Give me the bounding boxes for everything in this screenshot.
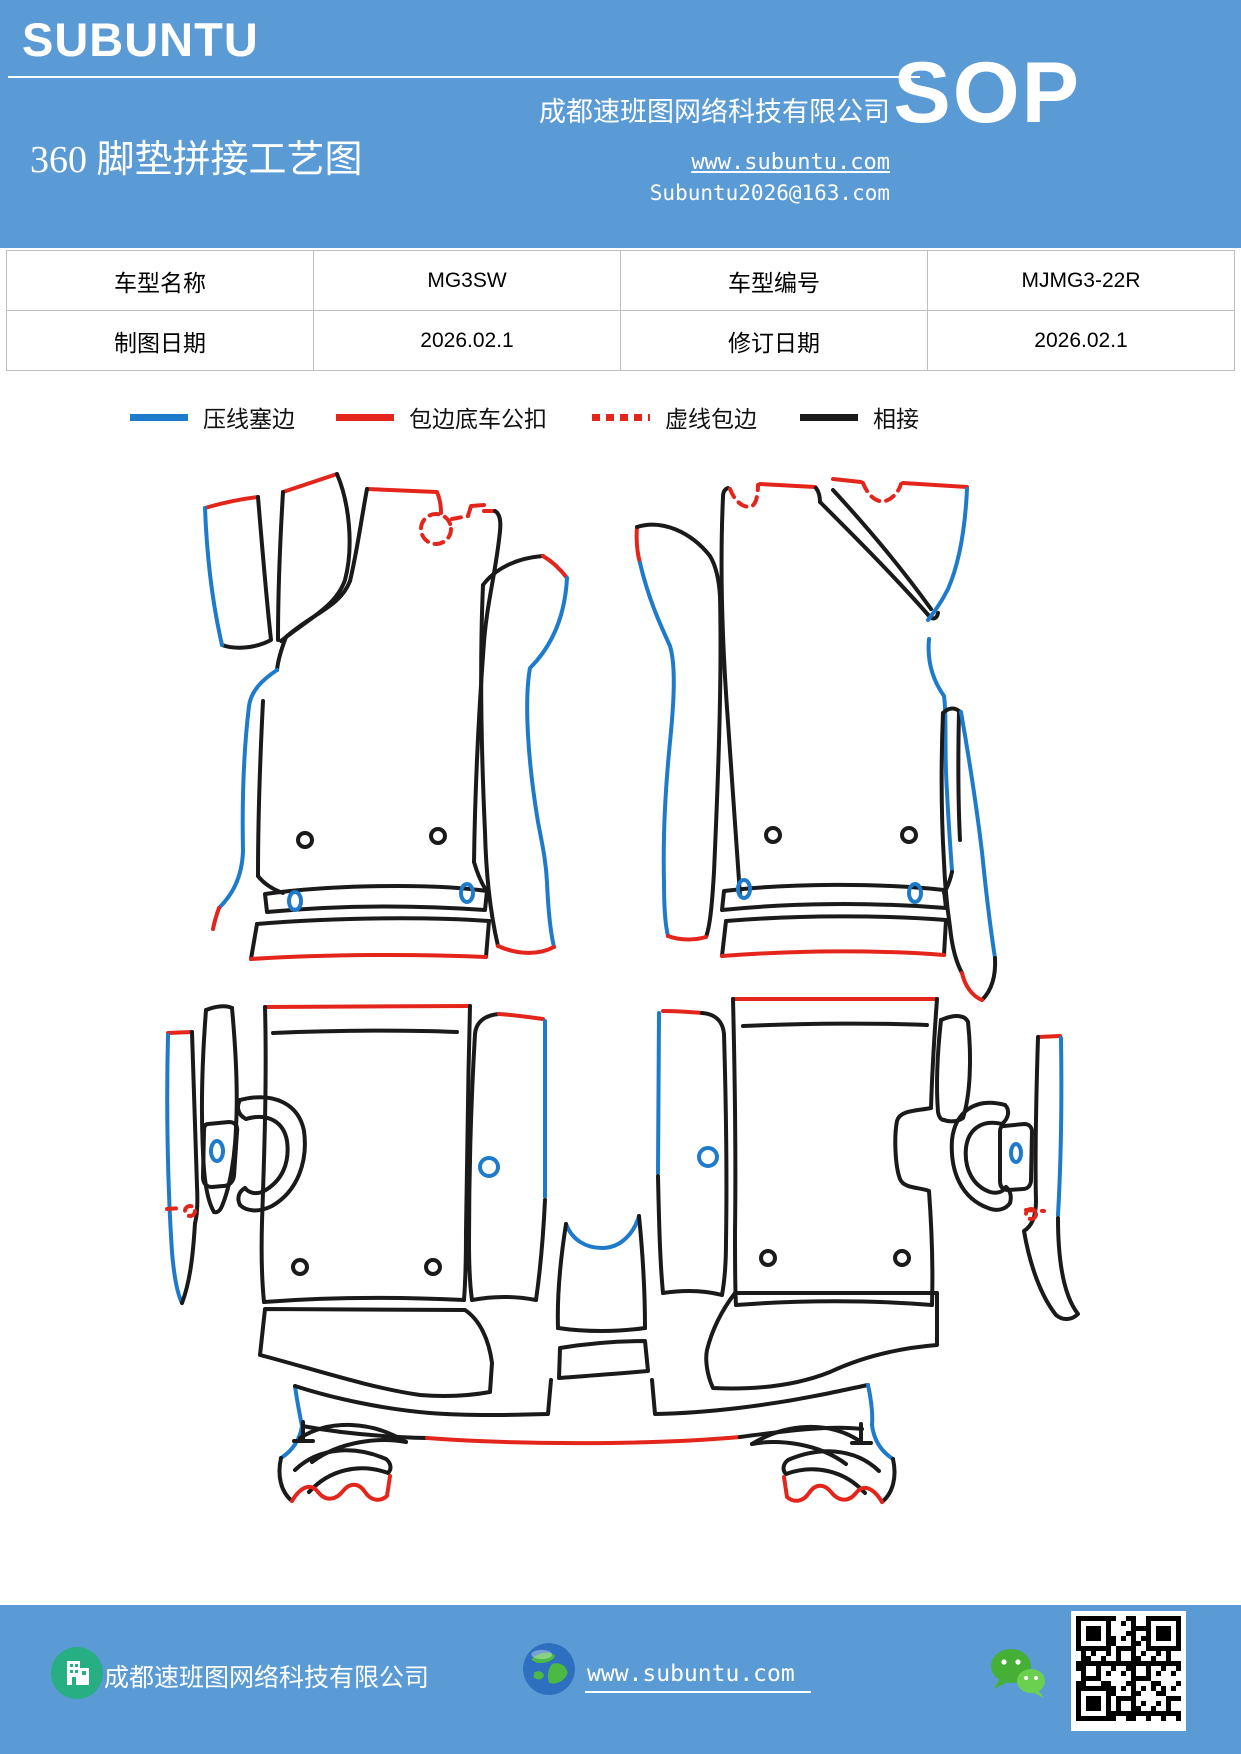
- header-divider-line: [8, 76, 920, 78]
- footer-website-link[interactable]: www.subuntu.com: [585, 1661, 811, 1693]
- legend-item-dashed-binding: 虚线包边: [592, 402, 757, 432]
- header-website-link[interactable]: www.subuntu.com: [691, 150, 890, 175]
- front-left-mat: [203, 472, 569, 961]
- legend-label: 虚线包边: [665, 407, 757, 432]
- second-row-left: [165, 1004, 547, 1305]
- draw-date-value: 2026.02.1: [313, 310, 621, 371]
- wechat-icon: [991, 1649, 1045, 1698]
- model-name-value: MG3SW: [313, 250, 621, 311]
- legend-item-press-edge: 压线塞边: [130, 402, 295, 432]
- model-code-label: 车型编号: [620, 250, 928, 311]
- sop-badge: SOP: [893, 45, 1081, 141]
- legend-item-binding-male-buckle: 包边底车公扣: [336, 402, 547, 432]
- red-line-swatch: [336, 413, 394, 421]
- legend-item-join: 相接: [800, 402, 919, 432]
- legend-label: 包边底车公扣: [409, 407, 547, 432]
- table-row: 制图日期 2026.02.1 修订日期 2026.02.1: [6, 310, 1235, 371]
- draw-date-label: 制图日期: [6, 310, 314, 371]
- red-dashed-swatch: [592, 413, 650, 421]
- page-title: 360 脚垫拼接工艺图: [30, 139, 363, 181]
- legend-bar: 压线塞边 包边底车公扣 虚线包边 相接: [0, 402, 1241, 438]
- second-row-right: [656, 997, 1080, 1321]
- model-name-label: 车型名称: [6, 250, 314, 311]
- header-band: SUBUNTU 360 脚垫拼接工艺图 成都速班图网络科技有限公司 www.su…: [0, 0, 1241, 248]
- header-company-name: 成都速班图网络科技有限公司: [539, 97, 890, 127]
- footer-band: 成都速班图网络科技有限公司 www.subuntu.com: [0, 1605, 1241, 1754]
- black-line-swatch: [800, 413, 858, 421]
- mat-pattern-diagram: [165, 472, 1080, 1504]
- header-email: Subuntu2026@163.com: [649, 181, 890, 205]
- revise-date-label: 修订日期: [620, 310, 928, 371]
- footer-company-name: 成都速班图网络科技有限公司: [104, 1665, 430, 1692]
- blue-line-swatch: [130, 413, 188, 421]
- front-right-mat: [634, 477, 998, 1002]
- center-tunnel: [555, 1214, 650, 1380]
- legend-label: 相接: [873, 407, 919, 432]
- qr-code: [1071, 1611, 1186, 1731]
- table-row: 车型名称 MG3SW 车型编号 MJMG3-22R: [6, 250, 1235, 311]
- rear-one-piece: [258, 1291, 939, 1504]
- legend-label: 压线塞边: [203, 407, 295, 432]
- vehicle-info-table: 车型名称 MG3SW 车型编号 MJMG3-22R 制图日期 2026.02.1…: [6, 250, 1235, 371]
- brand-logo-text: SUBUNTU: [22, 13, 259, 66]
- globe-icon: [523, 1643, 575, 1695]
- revise-date-value: 2026.02.1: [927, 310, 1235, 371]
- qr-code-pattern: [1076, 1616, 1181, 1721]
- model-code-value: MJMG3-22R: [927, 250, 1235, 311]
- building-icon: [51, 1647, 103, 1699]
